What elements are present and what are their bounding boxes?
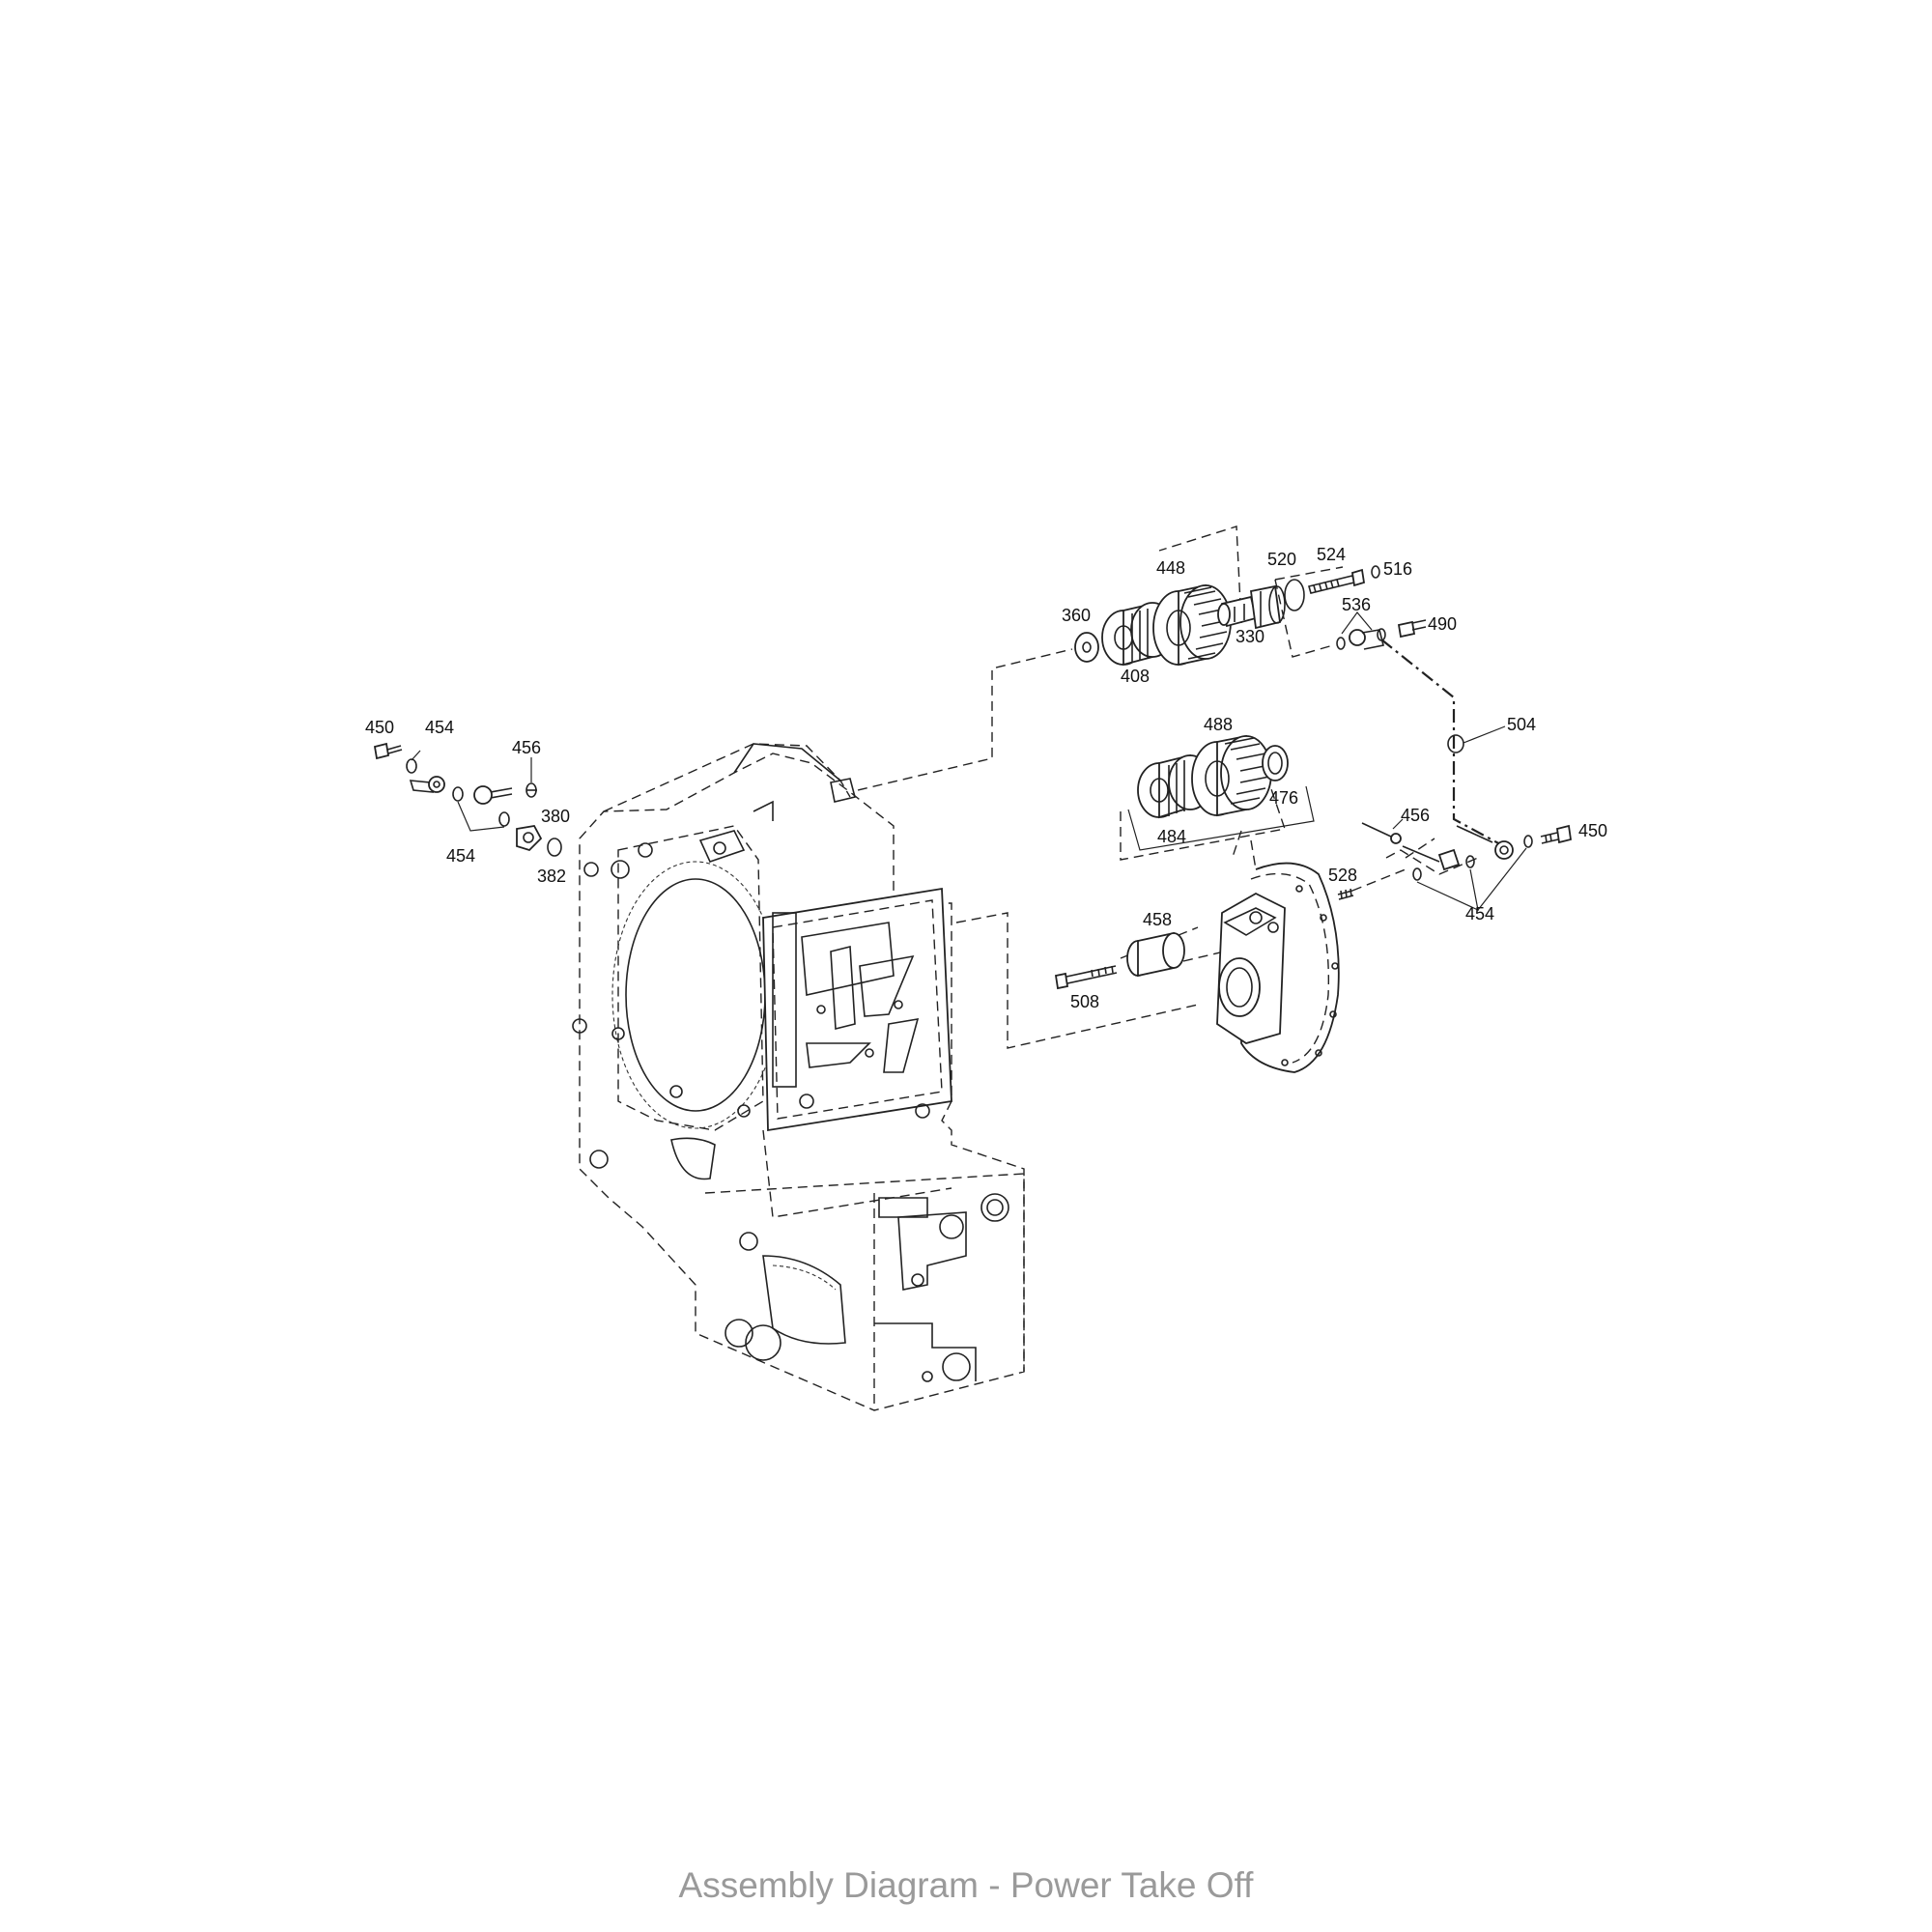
bolt-524 <box>1308 568 1366 594</box>
callout-524: 524 <box>1317 545 1346 564</box>
fitting-456-right <box>1361 818 1461 871</box>
middle-gear-group <box>1127 734 1315 851</box>
plug-380 <box>516 825 543 852</box>
gear-488 <box>1191 734 1272 817</box>
callout-450-right: 450 <box>1578 821 1607 840</box>
callout-528: 528 <box>1328 866 1357 885</box>
washer-516 <box>1371 565 1380 579</box>
bolt-508 <box>1054 965 1118 990</box>
callout-520: 520 <box>1267 550 1296 569</box>
washer-454-right-c <box>1412 867 1422 881</box>
bearing-408 <box>1101 602 1175 667</box>
washer-454-mid <box>452 786 464 802</box>
banjo-536 <box>1349 629 1384 650</box>
gear-448 <box>1152 583 1232 667</box>
callout-490: 490 <box>1428 614 1457 634</box>
o-ring-382 <box>547 838 562 857</box>
callout-labels: 450 454 456 380 454 382 360 408 448 520 … <box>365 545 1607 1011</box>
bolt-450-right <box>1540 824 1573 844</box>
seal-476 <box>1262 745 1289 781</box>
diagram-caption: Assembly Diagram - Power Take Off <box>678 1865 1254 1905</box>
o-ring-520 <box>1284 579 1305 611</box>
callout-454-right: 454 <box>1465 904 1494 923</box>
callout-454-top-left: 454 <box>425 718 454 737</box>
transmission-housing <box>572 743 1025 1411</box>
fitting-456-left <box>473 782 537 805</box>
pipe-group <box>1336 611 1506 753</box>
callout-536: 536 <box>1342 595 1371 614</box>
washer-454-right-b <box>1523 835 1533 848</box>
callout-448: 448 <box>1156 558 1185 578</box>
callout-360: 360 <box>1062 606 1091 625</box>
callout-484: 484 <box>1157 827 1186 846</box>
callout-488: 488 <box>1204 715 1233 734</box>
callout-504: 504 <box>1507 715 1536 734</box>
banjo-fitting <box>409 776 445 793</box>
o-ring-504 <box>1447 734 1464 753</box>
right-fitting-group <box>1361 818 1573 912</box>
washer-536-b <box>1377 628 1386 641</box>
shaft-330 <box>1217 584 1286 630</box>
callout-456-right: 456 <box>1401 806 1430 825</box>
left-fitting-group <box>373 742 562 857</box>
bolt-490 <box>1397 619 1427 639</box>
banjo-bolt-right <box>1456 825 1514 860</box>
callout-454-left: 454 <box>446 846 475 866</box>
washer-454-right-a <box>1465 855 1475 868</box>
sleeve-458 <box>1126 931 1185 978</box>
callout-450-left: 450 <box>365 718 394 737</box>
washer-454-low <box>498 811 510 827</box>
washer-360 <box>1074 632 1099 663</box>
bolt-450-left <box>373 742 403 760</box>
callout-476: 476 <box>1269 788 1298 808</box>
callout-380: 380 <box>541 807 570 826</box>
callout-508: 508 <box>1070 992 1099 1011</box>
upper-gear-train <box>1074 565 1380 667</box>
callout-408: 408 <box>1121 667 1150 686</box>
washer-536-a <box>1336 637 1346 650</box>
callout-516: 516 <box>1383 559 1412 579</box>
pto-cover <box>1216 862 1340 1073</box>
callout-382: 382 <box>537 867 566 886</box>
washer-454-top <box>406 758 417 774</box>
callout-330: 330 <box>1236 627 1264 646</box>
callout-456-left: 456 <box>512 738 541 757</box>
stud-528 <box>1337 888 1354 900</box>
assembly-lines <box>857 526 1503 1049</box>
callout-458: 458 <box>1143 910 1172 929</box>
